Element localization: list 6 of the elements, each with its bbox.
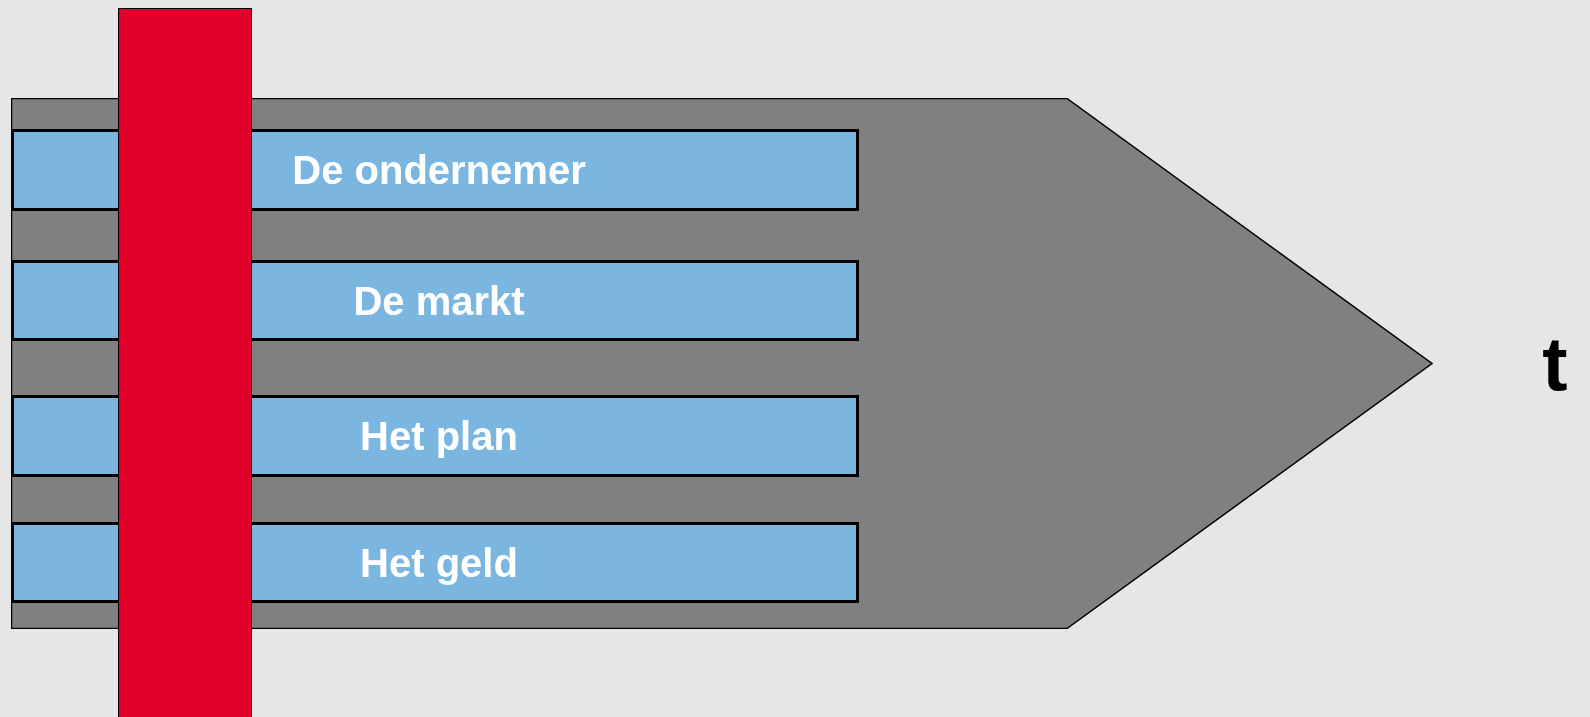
bar-label: De markt <box>353 278 525 323</box>
bar-label: Het geld <box>360 540 518 585</box>
vertical-bar <box>118 8 252 717</box>
bar-label: De ondernemer <box>292 147 586 193</box>
axis-label: t <box>1542 319 1568 407</box>
bar-label: Het plan <box>360 413 518 459</box>
